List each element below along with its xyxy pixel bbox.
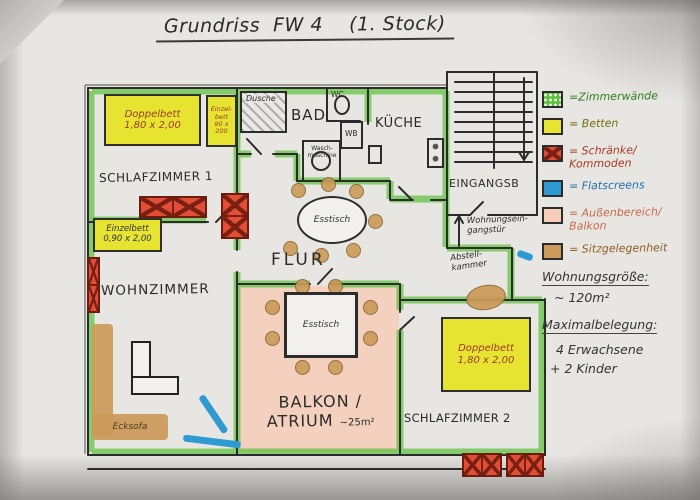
corner-sofa-label: Ecksofa xyxy=(112,422,148,432)
dresser-cell xyxy=(524,455,542,475)
legend-swatch-dressers-icon xyxy=(542,145,563,162)
dining-table-balcony: Esstisch xyxy=(284,292,358,358)
max-occupancy-label: Maximalbelegung: xyxy=(542,316,658,334)
dining-table-balcony-label: Esstisch xyxy=(302,320,340,330)
dresser-bedroom2-right xyxy=(506,453,544,477)
corner-sofa-horizontal: Ecksofa xyxy=(92,414,168,440)
room-label-bad: BAD xyxy=(291,106,327,124)
dresser-cell xyxy=(89,284,98,311)
chair xyxy=(265,300,280,315)
dresser-cell xyxy=(223,195,247,215)
chair xyxy=(349,184,364,199)
legend-label-flatscreens: = Flatscreens xyxy=(568,178,645,194)
stove-icon xyxy=(427,138,444,168)
chair xyxy=(291,183,306,198)
dresser-cell xyxy=(223,215,247,237)
wardrobe-bedroom1 xyxy=(221,193,249,239)
legend-swatch-balcony-icon xyxy=(542,207,563,225)
washbasin-label: WB xyxy=(345,129,358,138)
dresser-bedroom2-left xyxy=(462,453,502,477)
washing-machine-label: Wasch- maschine xyxy=(307,145,337,159)
room-label-eingang: EINGANGSB xyxy=(449,177,520,190)
corner-sofa-vertical xyxy=(92,324,113,436)
sideboard-livingroom xyxy=(87,257,100,313)
flatscreen-mark-1 xyxy=(198,394,229,435)
room-label-schlafzimmer-2: SCHLAFZIMMER 2 xyxy=(404,411,511,425)
legend-label-beds: = Betten xyxy=(568,116,619,131)
legend-swatch-beds-icon xyxy=(542,118,563,135)
page-title: Grundriss FW 4 (1. Stock) xyxy=(155,12,454,43)
legend-label-walls: =Zimmerwände xyxy=(568,89,659,104)
flatscreen-mark-3 xyxy=(516,249,534,262)
dresser-cell xyxy=(508,455,524,475)
storage-room-seat xyxy=(464,281,508,314)
room-label-flur: FLUR xyxy=(271,250,326,270)
single-bed-small: Einzel- bett 90 x 200 xyxy=(206,95,237,147)
chair xyxy=(368,214,383,229)
dresser-cell xyxy=(464,455,481,475)
paper-fold-corner xyxy=(0,0,64,64)
dresser-bedroom1 xyxy=(139,196,207,218)
legend: =Zimmerwände = Betten = Schränke/ Kommod… xyxy=(542,89,698,376)
legend-item-dressers: = Schränke/ Kommoden xyxy=(542,143,698,171)
flatscreen-mark-2 xyxy=(182,434,242,449)
annotation-entrance-door: Wohnungsein- gangstür xyxy=(466,213,529,237)
double-bed-1: Doppelbett 1,80 x 2,00 xyxy=(104,94,201,146)
dresser-cell xyxy=(141,198,172,216)
apartment-size-label: Wohnungsgröße: xyxy=(542,268,649,286)
legend-label-seating: = Sitzgelegenheit xyxy=(568,240,668,256)
dining-table-hallway-label: Esstisch xyxy=(313,215,351,225)
side-table-horizontal xyxy=(131,376,179,395)
room-label-kueche: KÜCHE xyxy=(375,116,423,131)
chair xyxy=(314,248,329,263)
room-label-wohnzimmer: WOHNZIMMER xyxy=(100,281,210,299)
legend-swatch-walls-icon xyxy=(542,91,563,108)
dining-table-hallway: Esstisch xyxy=(297,196,367,244)
chair xyxy=(265,331,280,346)
room-label-balkon: BALKON / ATRIUM ~25m² xyxy=(248,391,394,432)
chair xyxy=(321,177,336,192)
room-label-abstellkammer: Abstell- kammer xyxy=(449,249,488,274)
legend-label-balcony: = Außenbereich/ Balkon xyxy=(568,205,662,234)
balkon-label-line2: ATRIUM xyxy=(266,410,334,431)
dresser-cell xyxy=(172,198,205,216)
dresser-cell xyxy=(481,455,500,475)
balkon-area-value: ~25m² xyxy=(339,417,375,429)
legend-item-walls: =Zimmerwände xyxy=(542,89,698,108)
legend-item-balcony: = Außenbereich/ Balkon xyxy=(542,205,698,234)
legend-label-dressers: = Schränke/ Kommoden xyxy=(568,143,637,171)
legend-item-seating: = Sitzgelegenheit xyxy=(542,240,698,260)
single-bed: Einzelbett 0,90 x 2,00 xyxy=(93,218,162,252)
apartment-size-value: ~ 120m² xyxy=(554,289,610,305)
double-bed-2: Doppelbett 1,80 x 2,00 xyxy=(441,317,531,392)
chair xyxy=(328,360,343,375)
chair xyxy=(346,243,361,258)
room-label-schlafzimmer-1: SCHLAFZIMMER 1 xyxy=(98,169,214,185)
max-occupancy-adults: 4 Erwachsene xyxy=(556,341,644,357)
shower-label: Dusche xyxy=(245,94,277,103)
dresser-cell xyxy=(89,259,98,284)
max-occupancy-children: + 2 Kinder xyxy=(550,360,617,376)
wc-label: WC xyxy=(331,90,344,99)
chair xyxy=(363,331,378,346)
chair xyxy=(283,241,298,256)
balkon-label-line1: BALKON / xyxy=(278,391,363,412)
chair xyxy=(363,300,378,315)
legend-item-beds: = Betten xyxy=(542,117,698,135)
legend-swatch-seating-icon xyxy=(542,242,563,260)
legend-swatch-flatscreens-icon xyxy=(542,180,563,198)
legend-item-flatscreens: = Flatscreens xyxy=(542,178,698,198)
chair xyxy=(295,360,310,375)
